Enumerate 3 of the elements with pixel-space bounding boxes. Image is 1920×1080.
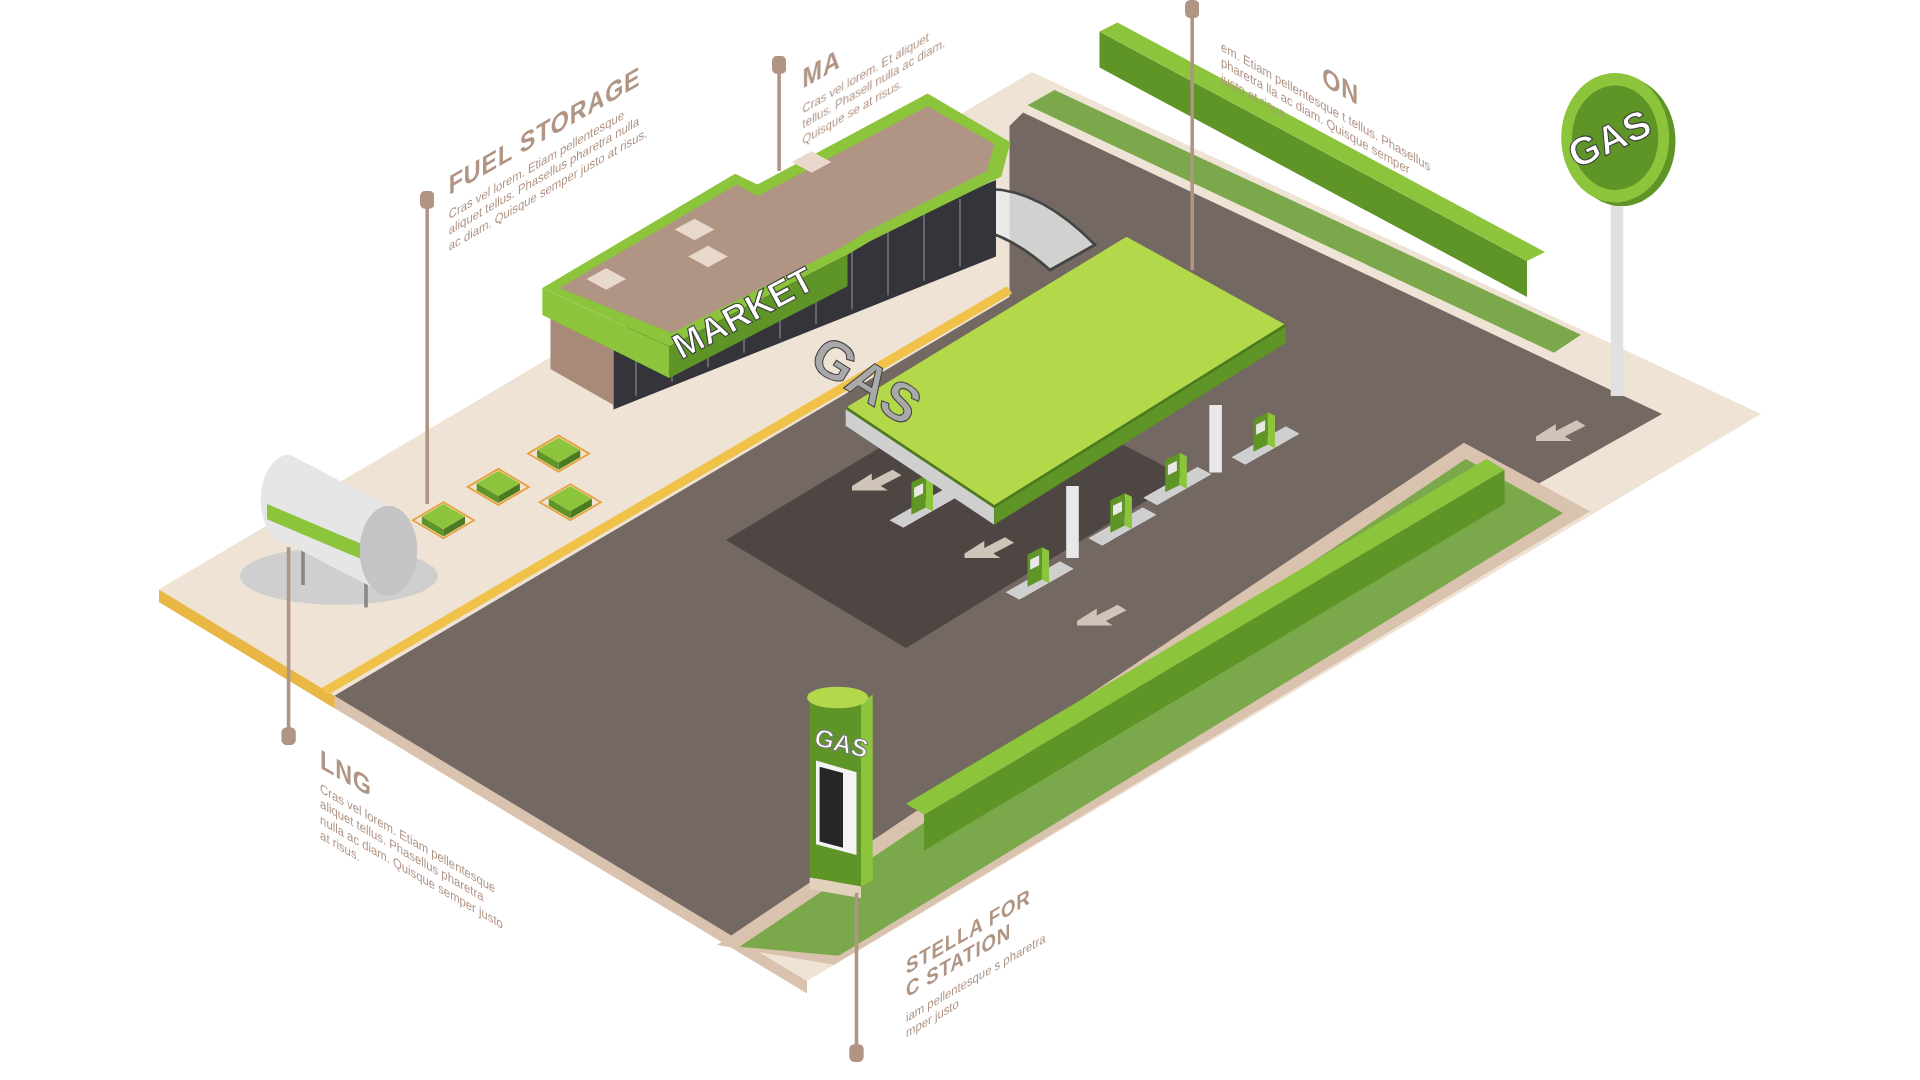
sign-lettering: GAS xyxy=(1561,100,1658,177)
sign-lettering: GAS xyxy=(801,323,933,437)
sign-lettering: GAS xyxy=(811,722,872,763)
